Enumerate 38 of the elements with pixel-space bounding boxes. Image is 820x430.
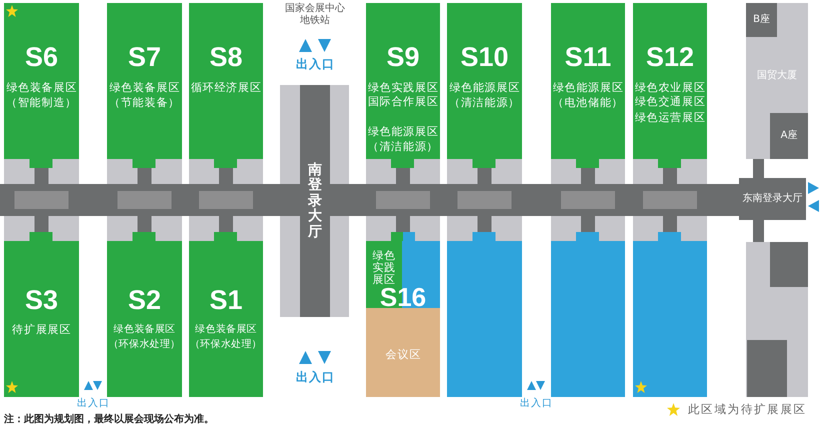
hall-number: S3 bbox=[24, 285, 60, 315]
zone-name: 绿色交通展区 bbox=[634, 95, 706, 110]
note-text: 注：此图为规划图，最终以展会现场公布为准。 bbox=[4, 414, 214, 426]
entrance-label: 出入口 bbox=[294, 370, 336, 384]
zone-name: 会议区 bbox=[384, 348, 422, 362]
hall-number: S1 bbox=[208, 285, 244, 315]
zone-name: 绿色实践展区 bbox=[366, 81, 440, 96]
hall-name: 东南登录大厅 bbox=[742, 193, 804, 205]
station-name: 国家会展中心地铁站 bbox=[284, 3, 346, 27]
hall-number: S7 bbox=[126, 42, 162, 72]
building-name: 国贸大厦 bbox=[756, 70, 798, 82]
zone-name: 绿色运营展区 bbox=[634, 111, 706, 126]
legend-text: 此区域为待扩展展区 bbox=[688, 402, 807, 417]
zone-name: 循环经济展区 bbox=[190, 81, 262, 96]
hall-number: S11 bbox=[564, 42, 612, 72]
hall-number: S8 bbox=[208, 42, 244, 72]
hall-number: S10 bbox=[459, 42, 510, 72]
zone-name: 绿色装备展区（环保水处理） bbox=[189, 323, 263, 352]
tower-name: B座 bbox=[752, 14, 771, 26]
hall-number: S2 bbox=[126, 285, 162, 315]
zone-name: 绿色能源展区（清洁能源） bbox=[366, 125, 440, 154]
hall-number: S12 bbox=[644, 42, 696, 72]
zone-name: 绿色实践展区 bbox=[372, 250, 396, 286]
hall-name: 南登录大厅 bbox=[308, 163, 322, 240]
entrance-label: 出入口 bbox=[76, 398, 111, 409]
zone-name: 绿色能源展区（清洁能源） bbox=[448, 81, 521, 110]
zone-name: 国际合作展区 bbox=[366, 95, 440, 110]
zone-name: 绿色装备展区（智能制造） bbox=[5, 81, 78, 110]
zone-name: 绿色装备展区（环保水处理） bbox=[107, 323, 182, 352]
zone-name: 待扩展展区 bbox=[11, 323, 72, 338]
zone-name: 绿色能源展区（电池储能） bbox=[552, 81, 624, 110]
entrance-label: 出入口 bbox=[518, 398, 554, 409]
zone-name: 绿色装备展区（节能装备） bbox=[108, 81, 181, 110]
hall-number: S9 bbox=[385, 42, 421, 72]
zone-name: 绿色农业展区 bbox=[634, 81, 706, 96]
hall-number: S6 bbox=[24, 42, 60, 72]
entrance-label: 出入口 bbox=[294, 57, 336, 71]
tower-name: A座 bbox=[780, 130, 798, 142]
